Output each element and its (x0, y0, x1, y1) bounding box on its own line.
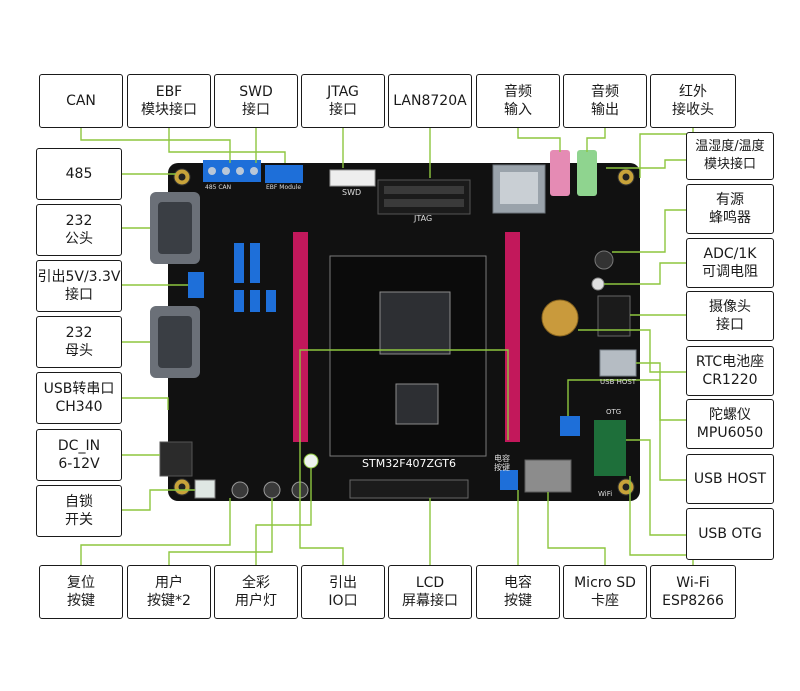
label-lan8720a: LAN8720A (388, 74, 472, 128)
label-camera: 摄像头接口 (686, 291, 774, 341)
silk-usb-host: USB HOST (600, 378, 637, 386)
label-can: CAN (39, 74, 123, 128)
label-user-keys: 用户按键*2 (127, 565, 211, 619)
terminal-block-icon (203, 160, 261, 182)
silk-ebf: EBF Module (266, 184, 302, 191)
label-usb-otg: USB OTG (686, 508, 774, 560)
coin-cell-icon (541, 299, 579, 337)
label-audio-out: 音频输出 (563, 74, 647, 128)
label-ir-receiver: 红外接收头 (650, 74, 736, 128)
label-buzzer: 有源蜂鸣器 (686, 184, 774, 234)
right-io-header-icon (505, 232, 520, 442)
silk-can: 485 CAN (205, 184, 232, 191)
gyro-chip-icon (560, 416, 580, 436)
silk-otg: OTG (606, 408, 622, 416)
silk-jtag: JTAG (414, 214, 433, 223)
audio-in-jack-icon (550, 150, 570, 196)
swd-header-icon (329, 169, 376, 187)
dc-jack-icon (159, 441, 193, 477)
mcu-label: STM32F407ZGT6 (362, 457, 456, 470)
ebf-header-icon (265, 165, 303, 183)
jtag-header-icon (377, 179, 471, 215)
lock-switch-icon (194, 479, 216, 499)
rgb-led-icon (303, 453, 319, 469)
lcd-connector-icon (349, 479, 469, 499)
mcu-chip-icon (379, 291, 451, 355)
usb-host-port-icon (599, 349, 637, 377)
leader-lines (80, 128, 694, 565)
label-audio-in: 音频输入 (476, 74, 560, 128)
silk-cap-key: 电容 按键 (494, 454, 510, 472)
label-rgb-led: 全彩用户灯 (214, 565, 298, 619)
silk-swd: SWD (342, 188, 362, 197)
label-temp-humidity: 温湿度/温度模块接口 (686, 132, 774, 180)
sram-chip-icon (395, 383, 439, 425)
label-usb-host: USB HOST (686, 454, 774, 504)
wifi-module-icon (594, 420, 626, 476)
left-io-header-icon (293, 232, 308, 442)
user-key-icon (263, 481, 281, 499)
label-cap-key: 电容按键 (476, 565, 560, 619)
lcd-area-icon (329, 255, 487, 457)
microsd-slot-icon (524, 459, 572, 493)
potentiometer-icon (591, 277, 605, 291)
reset-button-icon (231, 481, 249, 499)
label-lock-switch: 自锁开关 (36, 485, 122, 537)
cap-key-icon (500, 470, 518, 490)
audio-out-jack-icon (577, 150, 597, 196)
buzzer-icon (594, 250, 614, 270)
label-485: 485 (36, 148, 122, 200)
silk-wifi: WiFi (598, 490, 613, 498)
label-reset: 复位按键 (39, 565, 123, 619)
power-header-icon (188, 272, 204, 298)
